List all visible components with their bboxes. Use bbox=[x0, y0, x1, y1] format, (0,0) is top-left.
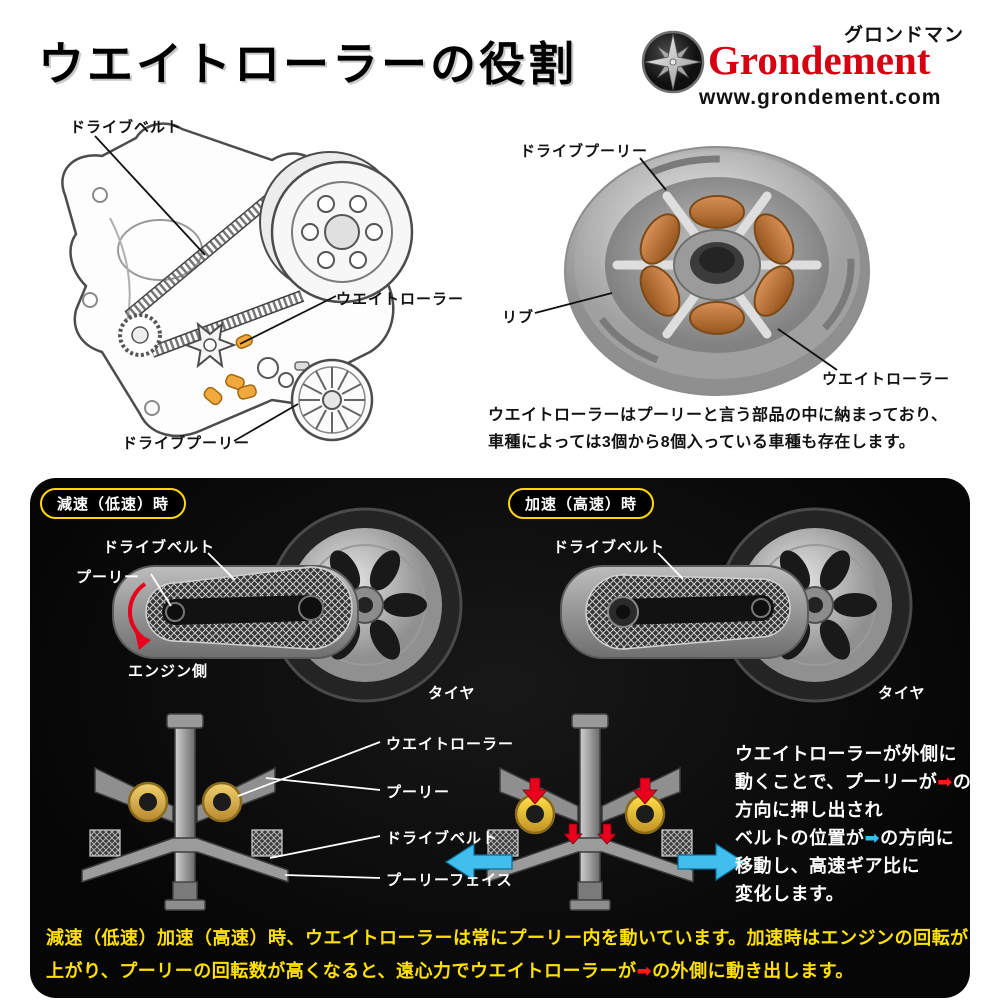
leader-lines bbox=[534, 157, 838, 371]
belt-section-right bbox=[661, 829, 693, 857]
drive-pulley-photo bbox=[500, 133, 885, 413]
label-ls-tire: タイヤ bbox=[428, 685, 476, 702]
cyan-arrow-glyph: ➡ bbox=[864, 828, 881, 848]
grondement-star-logo-icon bbox=[641, 30, 705, 94]
drive-belt-graphic bbox=[118, 182, 305, 358]
explanation-line: ベルトの位置が➡の方向に bbox=[735, 828, 955, 848]
label-ls-pulley: プーリー bbox=[76, 569, 141, 586]
belt-graphic bbox=[145, 566, 353, 650]
footer-line-1: 減速（低速）加速（高速）時、ウエイトローラーは常にプーリー内を動いています。加速… bbox=[46, 928, 969, 948]
label-ls-engine-side: エンジン側 bbox=[128, 663, 209, 680]
photo-caption: ウエイトローラーはプーリーと言う部品の中に納まっており、 車種によっては3個から… bbox=[488, 402, 978, 456]
shaft-graphic bbox=[579, 717, 601, 909]
red-arrow-glyph: ➡ bbox=[937, 772, 953, 792]
red-arrow-glyph: ➡ bbox=[636, 961, 653, 981]
rib-graphics bbox=[612, 191, 822, 339]
label-drive-pulley: ドライブプーリー bbox=[122, 435, 251, 452]
explanation-line: ウエイトローラーが外側に bbox=[735, 744, 957, 764]
high-speed-belt-diagram bbox=[505, 500, 925, 710]
caption-line-1: ウエイトローラーはプーリーと言う部品の中に納まっており、 bbox=[488, 407, 948, 424]
label-hs-tire: タイヤ bbox=[878, 685, 926, 702]
low-speed-belt-diagram bbox=[55, 500, 475, 710]
rotation-arrow bbox=[127, 582, 151, 650]
label-cs-weight-roller: ウエイトローラー bbox=[386, 736, 515, 753]
low-speed-cross-section bbox=[70, 712, 390, 917]
label-cs-pulley: プーリー bbox=[386, 784, 451, 801]
label-weight-roller: ウエイトローラー bbox=[336, 291, 465, 308]
panel-footer-text: 減速（低速）加速（高速）時、ウエイトローラーは常にプーリー内を動いています。加速… bbox=[46, 922, 969, 988]
leader-lines bbox=[150, 552, 236, 607]
explanation-line: 方向に押し出され bbox=[735, 800, 883, 820]
shaft-graphic bbox=[174, 717, 196, 909]
label-weight-roller-photo: ウエイトローラー bbox=[822, 371, 951, 388]
engine-line-drawing bbox=[40, 100, 480, 468]
label-cs-drive-belt: ドライブベルト bbox=[386, 830, 499, 847]
label-rib: リブ bbox=[502, 309, 535, 326]
explanation-text: ウエイトローラーが外側に 動くことで、プーリーが➡の 方向に押し出され ベルトの… bbox=[735, 740, 975, 908]
pulley-face-graphic bbox=[486, 837, 694, 884]
belt-section-right bbox=[251, 829, 283, 857]
label-cs-pulley-face: プーリーフェイス bbox=[386, 872, 513, 889]
brand-name: Grondement bbox=[708, 37, 931, 83]
cvt-explanation-panel: 減速（低速）時 加速（高速）時 bbox=[30, 478, 971, 998]
explanation-line: 変化します。 bbox=[735, 884, 845, 904]
leader-lines bbox=[657, 552, 684, 580]
explanation-line: 動くことで、プーリーが➡の bbox=[735, 772, 972, 792]
explanation-line: 移動し、高速ギア比に bbox=[735, 856, 920, 876]
cyan-belt-arrows bbox=[444, 842, 746, 882]
pulley-face-graphic bbox=[81, 837, 289, 884]
high-speed-cross-section bbox=[440, 712, 750, 917]
leader-lines bbox=[237, 741, 381, 879]
belt-graphic bbox=[585, 574, 791, 650]
drive-face-graphic bbox=[290, 358, 374, 442]
caption-line-2: 車種によっては3個から8個入っている車種も存在します。 bbox=[488, 434, 916, 451]
footer-line-2: 上がり、プーリーの回転数が高くなると、遠心力でウエイトローラーが➡の外側に動き出… bbox=[46, 961, 854, 981]
brand-katakana: グロンドマン bbox=[843, 25, 964, 46]
leader-lines bbox=[94, 135, 337, 442]
page-title: ウエイトローラーの役割 bbox=[38, 38, 577, 90]
label-hs-drive-belt: ドライブベルト bbox=[553, 539, 666, 556]
badge-high-speed: 加速（高速）時 bbox=[508, 488, 655, 519]
clutch-pulley-graphic bbox=[259, 151, 414, 304]
label-ls-drive-belt: ドライブベルト bbox=[103, 539, 216, 556]
belt-section-left bbox=[89, 829, 121, 857]
weight-roller-graphics bbox=[639, 195, 795, 335]
label-drive-pulley-photo: ドライブプーリー bbox=[520, 143, 649, 160]
label-drive-belt: ドライブベルト bbox=[70, 119, 183, 136]
belt-section-left bbox=[487, 829, 519, 857]
brand-url: www.grondement.com bbox=[699, 86, 942, 109]
badge-low-speed: 減速（低速）時 bbox=[40, 488, 187, 519]
red-roller-arrows bbox=[522, 777, 658, 845]
